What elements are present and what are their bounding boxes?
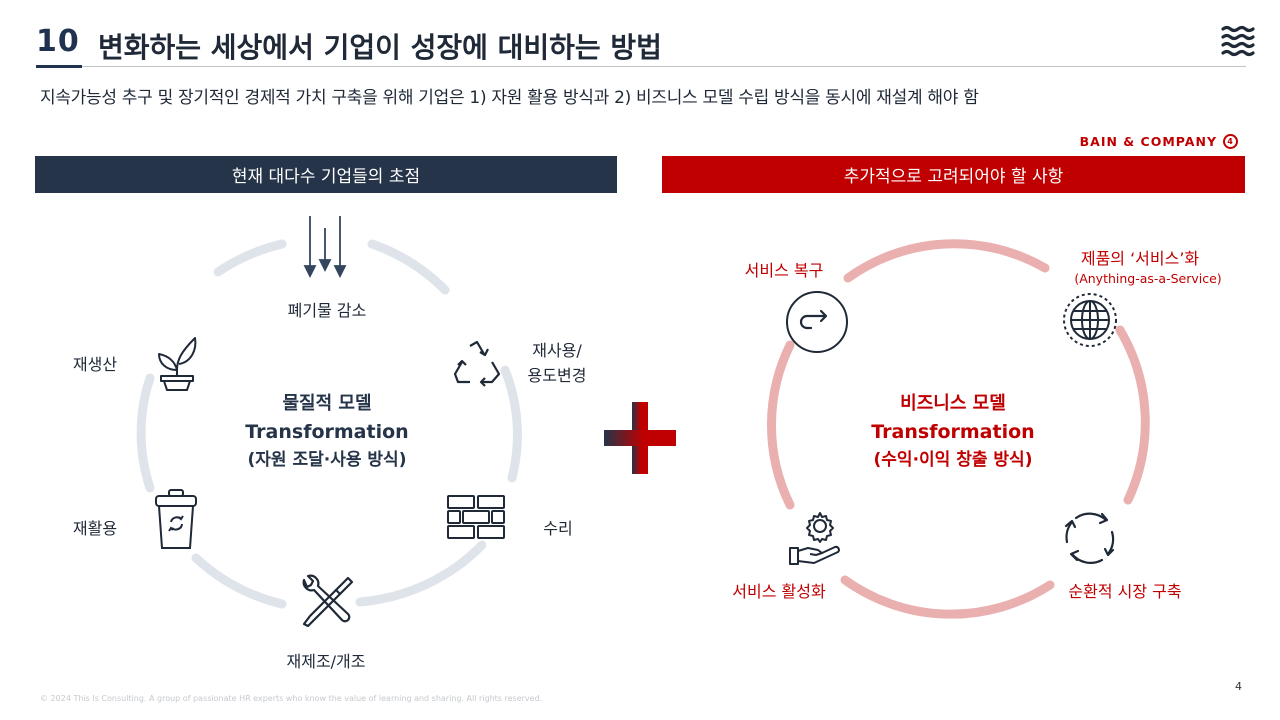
bricks-icon (447, 495, 505, 539)
left-section-title: 현재 대다수 기업들의 초점 (231, 167, 421, 187)
material-model-desc: (자원 조달·사용 방식) (247, 450, 407, 470)
business-model-desc: (수익·이익 창출 방식) (873, 450, 1033, 470)
recycle-label: 재활용 (72, 519, 118, 538)
title-divider-accent (36, 65, 82, 68)
servitization-sublabel: (Anything-as-a-Service) (1074, 271, 1222, 286)
reuse-label-line2: 용도변경 (527, 366, 587, 385)
tools-icon (302, 574, 354, 628)
redo-arrow-icon (786, 291, 848, 353)
gear-hand-icon (789, 512, 840, 565)
service-activation-label: 서비스 활성화 (732, 582, 826, 601)
material-model-center: 물질적 모델 Transformation (자원 조달·사용 방식) (217, 390, 437, 474)
business-model-center: 비즈니스 모델 Transformation (수익·이익 창출 방식) (843, 390, 1063, 474)
page-number: 4 (1235, 680, 1242, 693)
plant-icon (158, 337, 197, 391)
waste-reduction-label: 폐기물 감소 (287, 301, 367, 320)
recycle-bin-icon (155, 489, 197, 549)
page-title: 변화하는 세상에서 기업이 성장에 대비하는 방법 (98, 31, 662, 64)
page-subtitle: 지속가능성 추구 및 장기적인 경제적 가치 구축을 위해 기업은 1) 자원 … (40, 88, 979, 108)
slide-number: 10 (36, 24, 80, 59)
service-recovery-label: 서비스 복구 (744, 261, 824, 280)
waves-icon (1221, 25, 1255, 57)
regenerate-label: 재생산 (72, 355, 118, 374)
reuse-label: 재사용/ 용도변경 (512, 338, 602, 388)
circular-market-label: 순환적 시장 구축 (1068, 582, 1182, 601)
title-divider (36, 66, 1246, 67)
material-model-transformation: Transformation (245, 421, 409, 443)
globe-icon (1063, 293, 1117, 347)
servitization-label: 제품의 ‘서비스’화 (1080, 249, 1200, 268)
plus-icon (604, 402, 676, 474)
remanufacture-label: 재제조/개조 (286, 652, 366, 671)
brand-logo: BAIN & COMPANY 4 (1080, 134, 1238, 149)
left-section-header: 현재 대다수 기업들의 초점 (35, 156, 617, 193)
reuse-label-line1: 재사용/ (532, 341, 582, 360)
recycle-icon (453, 340, 501, 387)
waste-reduction-icon (303, 216, 347, 279)
business-model-title: 비즈니스 모델 (900, 393, 1006, 414)
footer-copyright: © 2024 This Is Consulting. A group of pa… (40, 694, 543, 703)
right-section-header: 추가적으로 고려되어야 할 사항 (662, 156, 1245, 193)
brand-mark-icon: 4 (1223, 134, 1238, 149)
brand-name: BAIN & COMPANY (1079, 134, 1217, 149)
right-section-title: 추가적으로 고려되어야 할 사항 (843, 167, 1064, 187)
material-model-title: 물질적 모델 (282, 393, 372, 414)
cycle-arrows-icon (1064, 512, 1115, 564)
business-model-transformation: Transformation (871, 421, 1035, 443)
repair-label: 수리 (543, 519, 573, 538)
